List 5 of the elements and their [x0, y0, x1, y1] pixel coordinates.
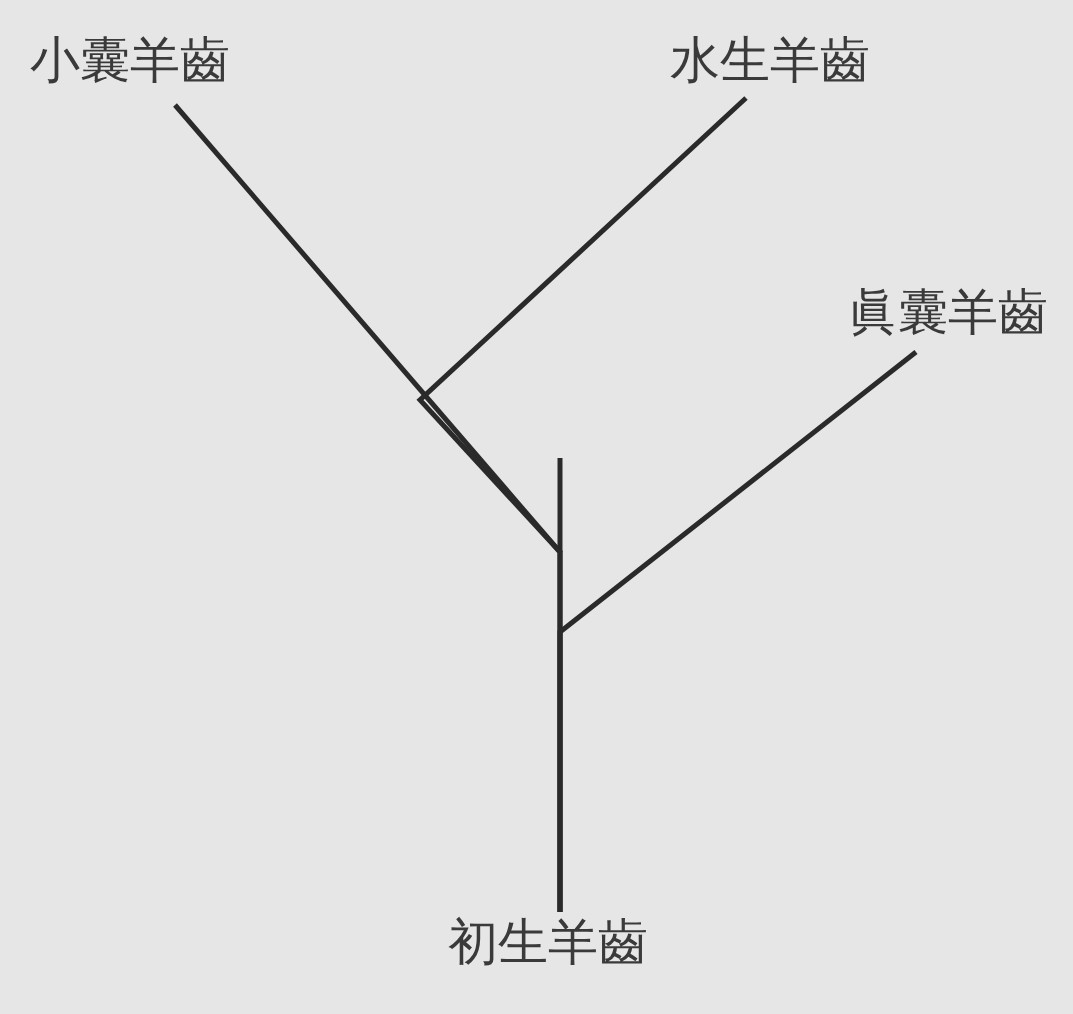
species-label: 小囊羊齒	[30, 30, 230, 90]
tree-line	[557, 350, 918, 912]
species-label: 初生羊齒	[448, 912, 648, 972]
species-label: 水生羊齒	[670, 30, 870, 90]
species-label: 眞囊羊齒	[848, 282, 1048, 342]
